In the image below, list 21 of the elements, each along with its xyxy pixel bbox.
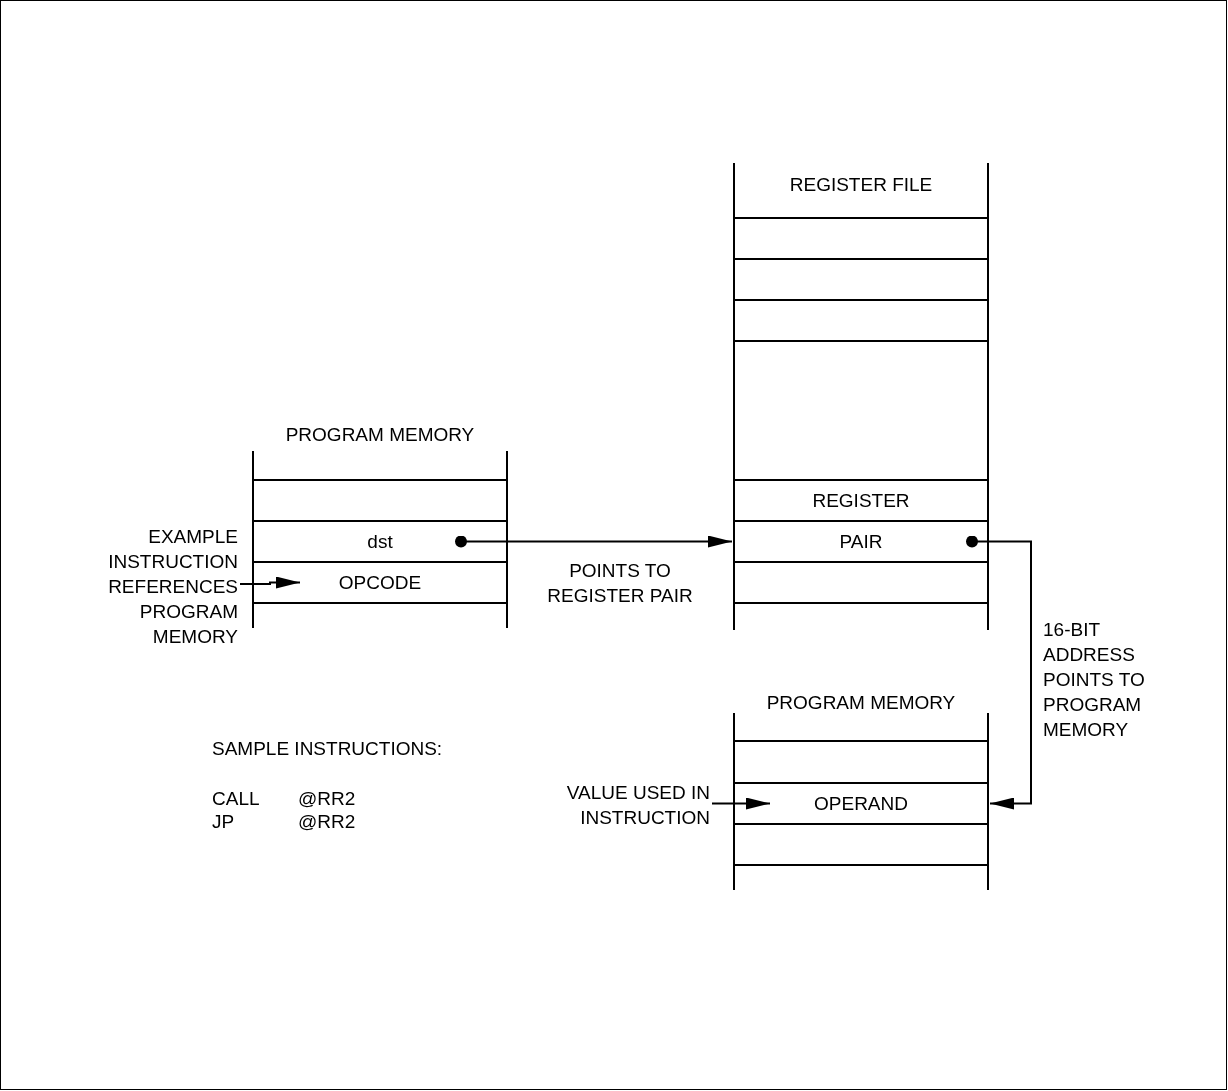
instruction-text: JP xyxy=(212,810,235,833)
instruction-text: @RR2 xyxy=(298,787,356,810)
column-heading: PROGRAM MEMORY xyxy=(766,692,956,713)
memory-cell: dst xyxy=(252,520,508,563)
arrow xyxy=(239,576,301,589)
instruction-text: CALL xyxy=(212,787,260,810)
column-heading: PROGRAM MEMORY xyxy=(285,424,475,445)
memory-cell: REGISTER xyxy=(733,479,989,522)
arrow xyxy=(966,535,1032,810)
instruction-text: @RR2 xyxy=(298,810,356,833)
edge-label: 16-BIT ADDRESS POINTS TO PROGRAM MEMORY xyxy=(1043,618,1146,742)
annotation-text: EXAMPLE INSTRUCTION REFERENCES PROGRAM MEMORY xyxy=(60,524,238,654)
edge-label: POINTS TO REGISTER PAIR xyxy=(546,559,694,608)
memory-cell: PAIR xyxy=(733,520,989,563)
memory-cell: OPERAND xyxy=(733,782,989,825)
annotation-text: VALUE USED IN INSTRUCTION xyxy=(500,780,710,832)
instruction-text: SAMPLE INSTRUCTIONS: xyxy=(212,737,443,760)
column-heading: REGISTER FILE xyxy=(789,174,933,195)
arrow xyxy=(711,797,771,810)
memory-cell: OPCODE xyxy=(252,561,508,604)
arrow xyxy=(455,535,733,548)
